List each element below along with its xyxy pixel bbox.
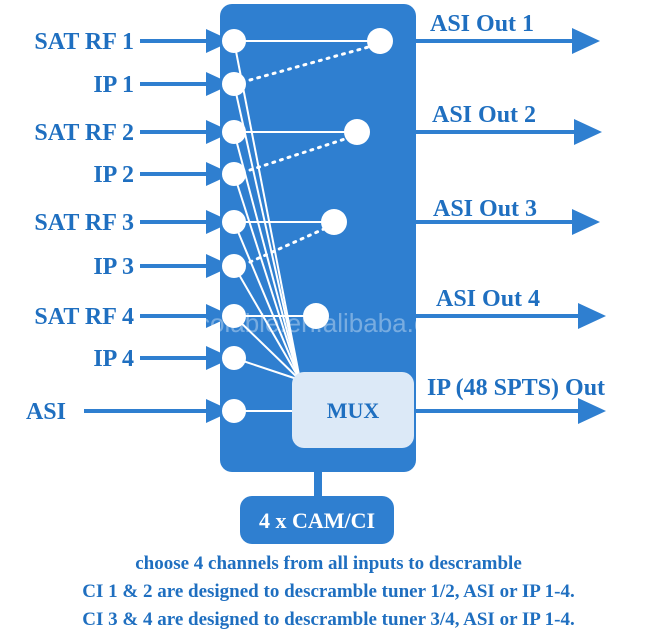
output-label: ASI Out 4 xyxy=(436,286,540,312)
input-node xyxy=(222,210,246,234)
input-arrowhead xyxy=(206,210,232,234)
watermark: colable.en.alibaba.com xyxy=(197,308,463,338)
input-node xyxy=(222,72,246,96)
output-label: IP (48 SPTS) Out xyxy=(427,375,605,401)
output-label: ASI Out 2 xyxy=(432,102,536,128)
output-arrows xyxy=(316,28,606,424)
output-arrowhead xyxy=(578,398,606,424)
caption-line-3: CI 3 & 4 are designed to descramble tune… xyxy=(82,609,575,630)
output-arrowhead xyxy=(572,28,600,54)
input-label: SAT RF 1 xyxy=(34,29,134,55)
selector-node xyxy=(321,209,347,235)
internal-connections xyxy=(233,40,380,412)
input-label: SAT RF 4 xyxy=(34,304,134,330)
input-arrows xyxy=(84,29,232,423)
input-label: IP 1 xyxy=(93,72,134,98)
device-box xyxy=(220,4,416,472)
input-arrowhead xyxy=(206,72,232,96)
selector-nodes xyxy=(303,28,393,329)
input-label: SAT RF 3 xyxy=(34,210,134,236)
input-arrowhead xyxy=(206,346,232,370)
output-arrowhead xyxy=(572,209,600,235)
input-arrowhead xyxy=(206,120,232,144)
input-nodes xyxy=(222,29,246,423)
cam-connector xyxy=(314,468,322,500)
output-arrowhead xyxy=(574,119,602,145)
input-arrowhead xyxy=(206,254,232,278)
selector-node xyxy=(344,119,370,145)
input-node xyxy=(222,346,246,370)
input-node xyxy=(222,254,246,278)
cam-ci-label: 4 x CAM/CI xyxy=(259,508,375,533)
cam-ci-block xyxy=(240,496,394,544)
input-node xyxy=(222,29,246,53)
input-node xyxy=(222,304,246,328)
input-label: IP 2 xyxy=(93,162,134,188)
input-arrowhead xyxy=(206,304,232,328)
output-label: ASI Out 3 xyxy=(433,196,537,222)
input-labels: SAT RF 1 IP 1 SAT RF 2 IP 2 SAT RF 3 IP … xyxy=(26,29,134,425)
selector-node xyxy=(303,303,329,329)
output-labels: ASI Out 1 ASI Out 2 ASI Out 3 ASI Out 4 … xyxy=(427,11,605,401)
mux-label: MUX xyxy=(327,398,380,423)
dotted-connections xyxy=(248,44,374,264)
input-arrowhead xyxy=(206,29,232,53)
caption-line-2: CI 1 & 2 are designed to descramble tune… xyxy=(82,581,575,602)
output-label: ASI Out 1 xyxy=(430,11,534,37)
input-label: SAT RF 2 xyxy=(34,120,134,146)
mux-block xyxy=(292,372,414,448)
output-arrowhead xyxy=(578,303,606,329)
caption-line-1: choose 4 channels from all inputs to des… xyxy=(135,553,522,574)
input-arrowhead xyxy=(206,162,232,186)
input-node xyxy=(222,120,246,144)
input-label: IP 3 xyxy=(93,254,134,280)
input-node xyxy=(222,399,246,423)
input-arrowhead xyxy=(206,399,232,423)
input-label: IP 4 xyxy=(93,346,134,372)
input-node xyxy=(222,162,246,186)
input-label: ASI xyxy=(26,399,66,425)
selector-node xyxy=(367,28,393,54)
